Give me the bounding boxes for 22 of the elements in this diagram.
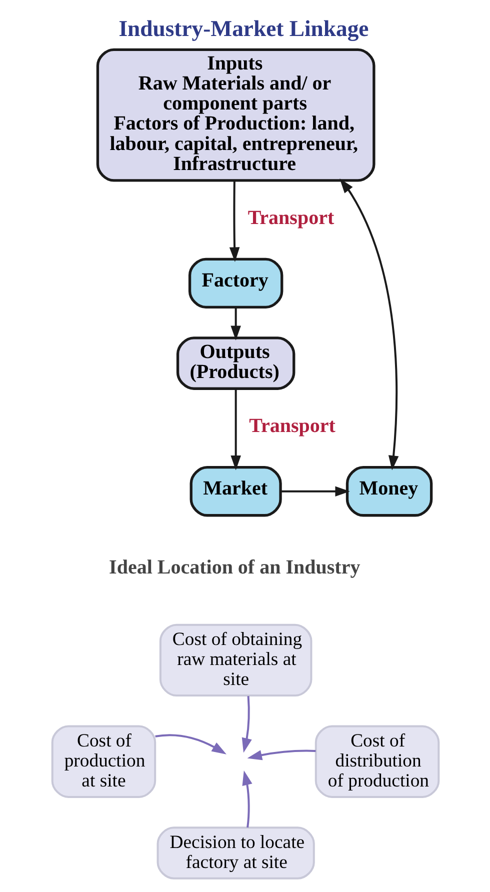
node-box: Outputs (Products): [176, 336, 295, 390]
arrow: [154, 734, 226, 754]
node-box: Market: [189, 466, 282, 517]
arrow: [242, 770, 252, 828]
edge-label: Transport: [247, 206, 334, 229]
diagram-title: Industry-Market Linkage: [118, 16, 368, 41]
node-box: Cost of obtaining raw materials at site: [158, 624, 312, 697]
node-box: Factory: [188, 258, 283, 309]
label: Ideal Location of an Industry: [108, 556, 360, 578]
arrow: [230, 388, 240, 470]
node-box: Decision to locate factory at site: [156, 826, 314, 880]
node-box: Money: [345, 466, 432, 517]
node-box: Cost of distribution of production: [314, 725, 440, 798]
arrow: [246, 750, 316, 760]
node-box: Cost of production at site: [50, 725, 156, 798]
arrow: [228, 180, 240, 262]
node-box: Inputs Raw Materials and/ or component parts Factors of Production: land, labour, capital, entrepreneur, Infrastructure: [96, 48, 375, 182]
arrow: [230, 307, 240, 340]
edge-label: Transport: [248, 414, 335, 437]
arrow: [241, 696, 252, 753]
arrow: [280, 486, 350, 497]
arrow: [339, 178, 398, 470]
